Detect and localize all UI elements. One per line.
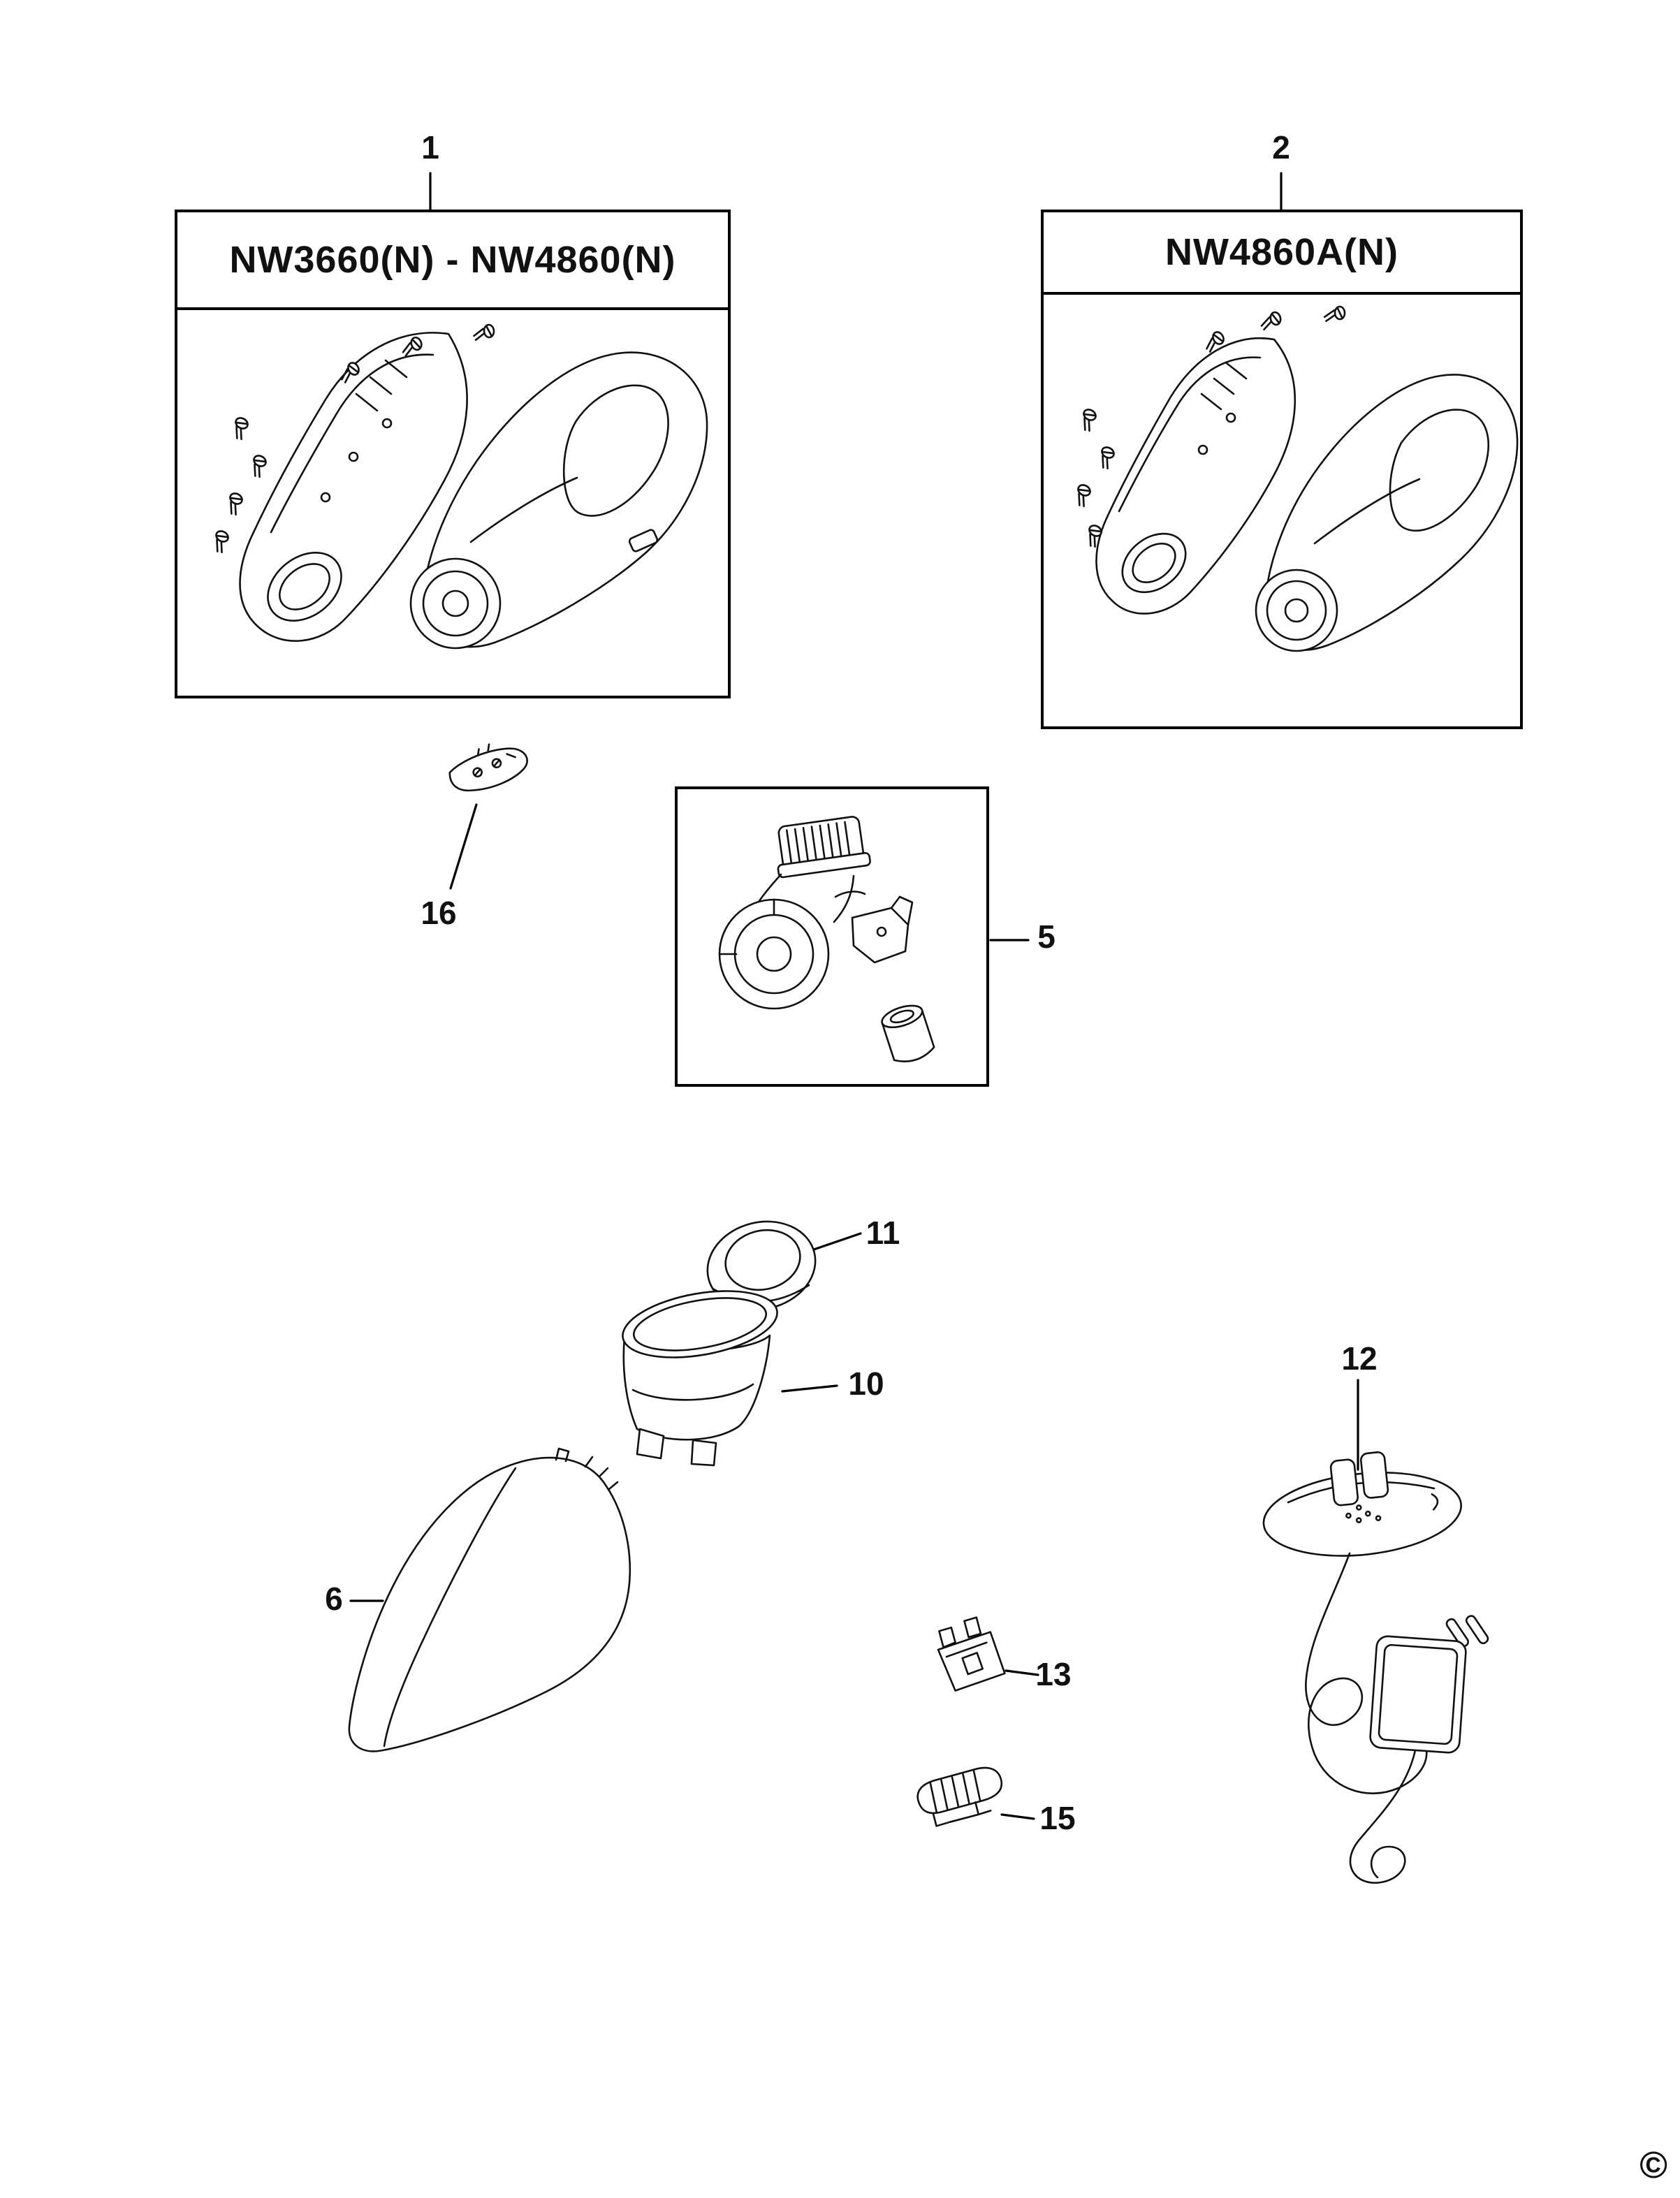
screw-icon: [472, 323, 496, 342]
screw-icon: [1258, 310, 1283, 331]
box2-title: NW4860A(N): [1044, 212, 1520, 295]
callout-12: 12: [1341, 1340, 1378, 1377]
brush-tool-part: [916, 1766, 1003, 1827]
callout-16: 16: [421, 895, 457, 931]
parts-box-5: [675, 786, 989, 1087]
leader-line-13: [1005, 1669, 1039, 1676]
motor-fan-assembly: [718, 816, 914, 1010]
screw-icon: [1323, 305, 1346, 323]
callout-10: 10: [848, 1365, 884, 1402]
vacuum-housing-right-half: [1255, 374, 1519, 652]
screw-icon: [1093, 444, 1118, 471]
copyright-mark: ©: [1639, 2144, 1667, 2186]
switch-button-part: [448, 743, 528, 792]
power-cord: [1305, 1552, 1428, 1794]
screw-icon: [221, 490, 247, 517]
parts-box-2: NW4860A(N): [1041, 210, 1523, 729]
box5-drawing: [718, 816, 935, 1062]
leader-line-10: [781, 1384, 838, 1393]
callout-13: 13: [1035, 1656, 1072, 1692]
vacuum-housing-right-half: [409, 351, 708, 650]
callout-6: 6: [325, 1581, 343, 1617]
wall-adapter: [1369, 1615, 1489, 1754]
leader-line-11: [810, 1232, 862, 1252]
callout-2: 2: [1272, 129, 1290, 166]
vacuum-housing-left-half: [1095, 337, 1296, 615]
filter-cartridge: [881, 1004, 935, 1062]
screw-icon: [1069, 482, 1095, 508]
parts-box-1: NW3660(N) - NW4860(N): [175, 210, 731, 698]
box1-drawing: [207, 323, 708, 650]
callout-15: 15: [1039, 1800, 1076, 1836]
box1-title: NW3660(N) - NW4860(N): [177, 212, 728, 310]
vacuum-housing-left-half: [239, 332, 468, 642]
callout-11: 11: [865, 1215, 900, 1251]
callout-5: 5: [1037, 918, 1056, 955]
screw-icon: [207, 528, 233, 555]
accessory-clip-part: [937, 1616, 1006, 1692]
nozzle-adapter-part: [622, 1290, 778, 1467]
callout-1: 1: [421, 129, 439, 166]
leader-line-16: [449, 803, 478, 890]
power-cord-end: [1349, 1749, 1417, 1884]
screw-icon: [227, 415, 252, 441]
bowl-cover-part: [348, 1447, 631, 1752]
screw-icon: [245, 453, 270, 479]
screw-icon: [1075, 406, 1100, 433]
charger-base: [1262, 1451, 1462, 1557]
charger-assembly-part: [1262, 1451, 1489, 1884]
box2-drawing: [1069, 305, 1519, 652]
leader-line-15: [1000, 1813, 1035, 1820]
